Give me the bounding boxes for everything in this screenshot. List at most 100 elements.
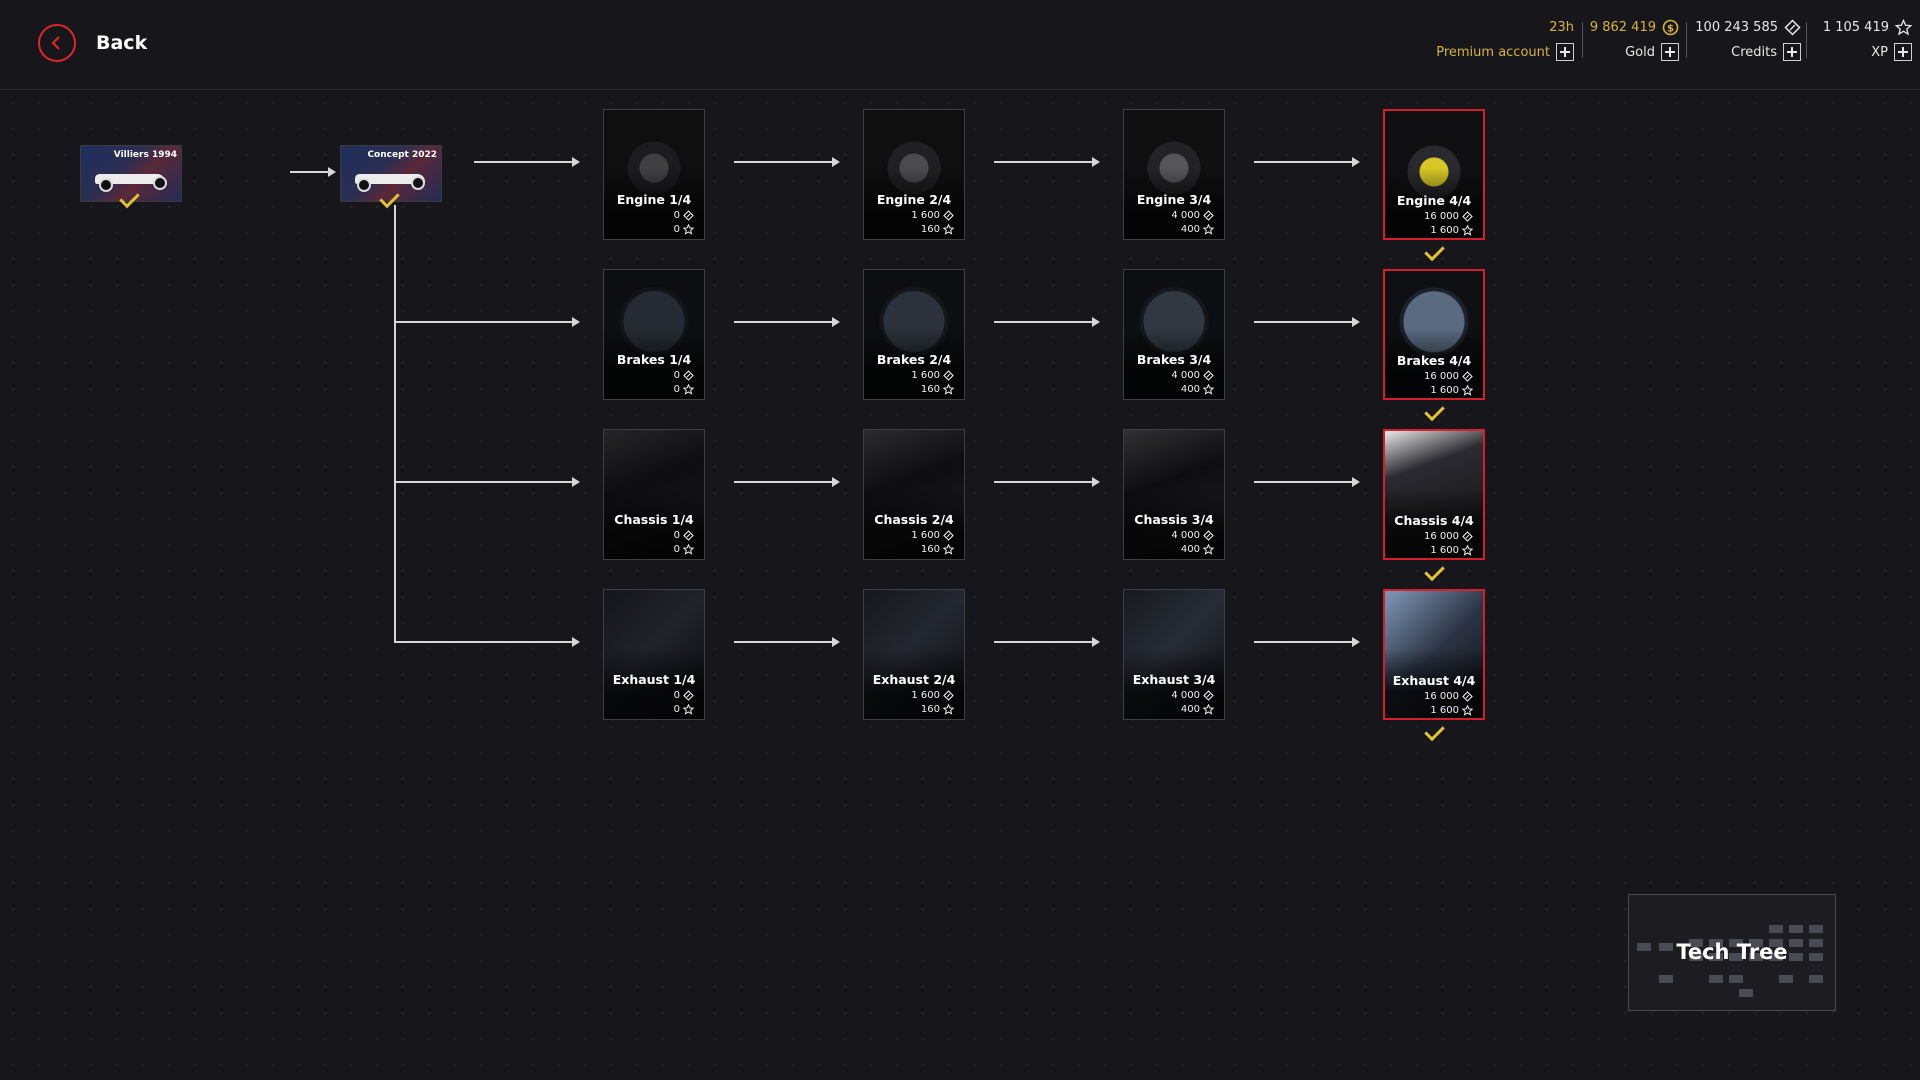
xp-cost: 0 [674,544,694,555]
credits-label: Credits [1731,44,1777,60]
svg-text:$: $ [1667,23,1674,34]
minimap-node [1789,953,1803,961]
credits-diamond-icon [1462,531,1473,542]
divider [1686,22,1687,58]
upgrade-card-chassis-1[interactable]: Chassis 1/4 0 0 [603,429,705,560]
connector-line [994,641,1094,643]
xp-cost-value: 160 [920,704,940,715]
vehicle-name: Concept 2022 [367,150,437,160]
car-image [355,174,425,184]
premium-time: 23h [1549,19,1574,35]
credits-cost-value: 0 [673,690,680,701]
credits-cost-value: 4 000 [1171,530,1200,541]
xp-cost: 160 [921,544,954,555]
plus-icon[interactable] [1556,43,1574,61]
back-button[interactable]: Back [38,24,147,62]
upgrade-title: Chassis 2/4 [874,512,954,527]
minimap-node [1637,943,1651,951]
connector-line [394,641,574,643]
connector-line [734,481,834,483]
card-shade [864,430,964,559]
credits-cost-value: 1 600 [911,210,940,221]
minimap-node [1659,943,1673,951]
minimap-title: Tech Tree [1676,940,1788,964]
xp-cost: 1 600 [1430,385,1473,396]
check-icon [118,193,142,207]
upgrade-title: Chassis 1/4 [614,512,694,527]
minimap-node [1809,925,1823,933]
car-image [95,174,165,184]
premium-account-label: Premium account [1436,44,1550,60]
connector-line [290,171,330,173]
plus-icon[interactable] [1894,43,1912,61]
xp-cost: 160 [921,704,954,715]
credits-cost: 0 [674,530,694,541]
credits-diamond-icon [1203,210,1214,221]
divider [1582,22,1583,58]
xp-cost-value: 160 [920,384,940,395]
card-shade [1124,590,1224,719]
minimap-node [1809,953,1823,961]
tech-tree-minimap[interactable]: Tech Tree [1628,894,1836,1011]
plus-icon[interactable] [1783,43,1801,61]
wheel [411,176,425,190]
connector-line [994,161,1094,163]
arrow-icon [572,477,580,487]
card-shade [604,430,704,559]
card-shade [864,110,964,239]
credits-cost-value: 16 000 [1424,211,1459,222]
credits-diamond-icon [1462,211,1473,222]
credits-diamond-icon [943,530,954,541]
credits-cost: 1 600 [911,370,954,381]
credits-cost: 0 [674,210,694,221]
connector-line [1254,481,1354,483]
arrow-icon [1092,477,1100,487]
xp-cost: 400 [1181,704,1214,715]
top-bar: Back 23h Premium account 9 862 419 $ Gol… [0,0,1920,90]
arrow-icon [1352,157,1360,167]
gold-stat: 9 862 419 $ Gold [1590,18,1679,62]
card-shade [604,110,704,239]
xp-cost-value: 160 [920,224,940,235]
credits-cost-value: 0 [673,370,680,381]
credits-cost: 4 000 [1171,530,1214,541]
star-icon [683,384,694,395]
vehicle-name: Villiers 1994 [113,150,177,160]
star-icon [943,384,954,395]
minimap-node [1739,989,1753,997]
star-icon [1462,705,1473,716]
wheel [99,178,113,192]
upgrade-title: Engine 4/4 [1396,193,1472,208]
arrow-icon [1092,637,1100,647]
card-shade [1124,430,1224,559]
credits-cost: 16 000 [1424,371,1473,382]
credits-diamond-icon [1203,690,1214,701]
credits-diamond-icon [943,370,954,381]
minimap-node [1729,953,1743,961]
credits-cost: 16 000 [1424,691,1473,702]
credits-cost: 1 600 [911,690,954,701]
vehicle-node-concept[interactable]: Concept 2022 [340,145,442,202]
star-icon [1203,224,1214,235]
arrow-icon [572,637,580,647]
plus-icon[interactable] [1661,43,1679,61]
credits-cost-value: 4 000 [1171,210,1200,221]
star-icon [1203,384,1214,395]
credits-diamond-icon [683,210,694,221]
credits-cost-value: 0 [673,210,680,221]
